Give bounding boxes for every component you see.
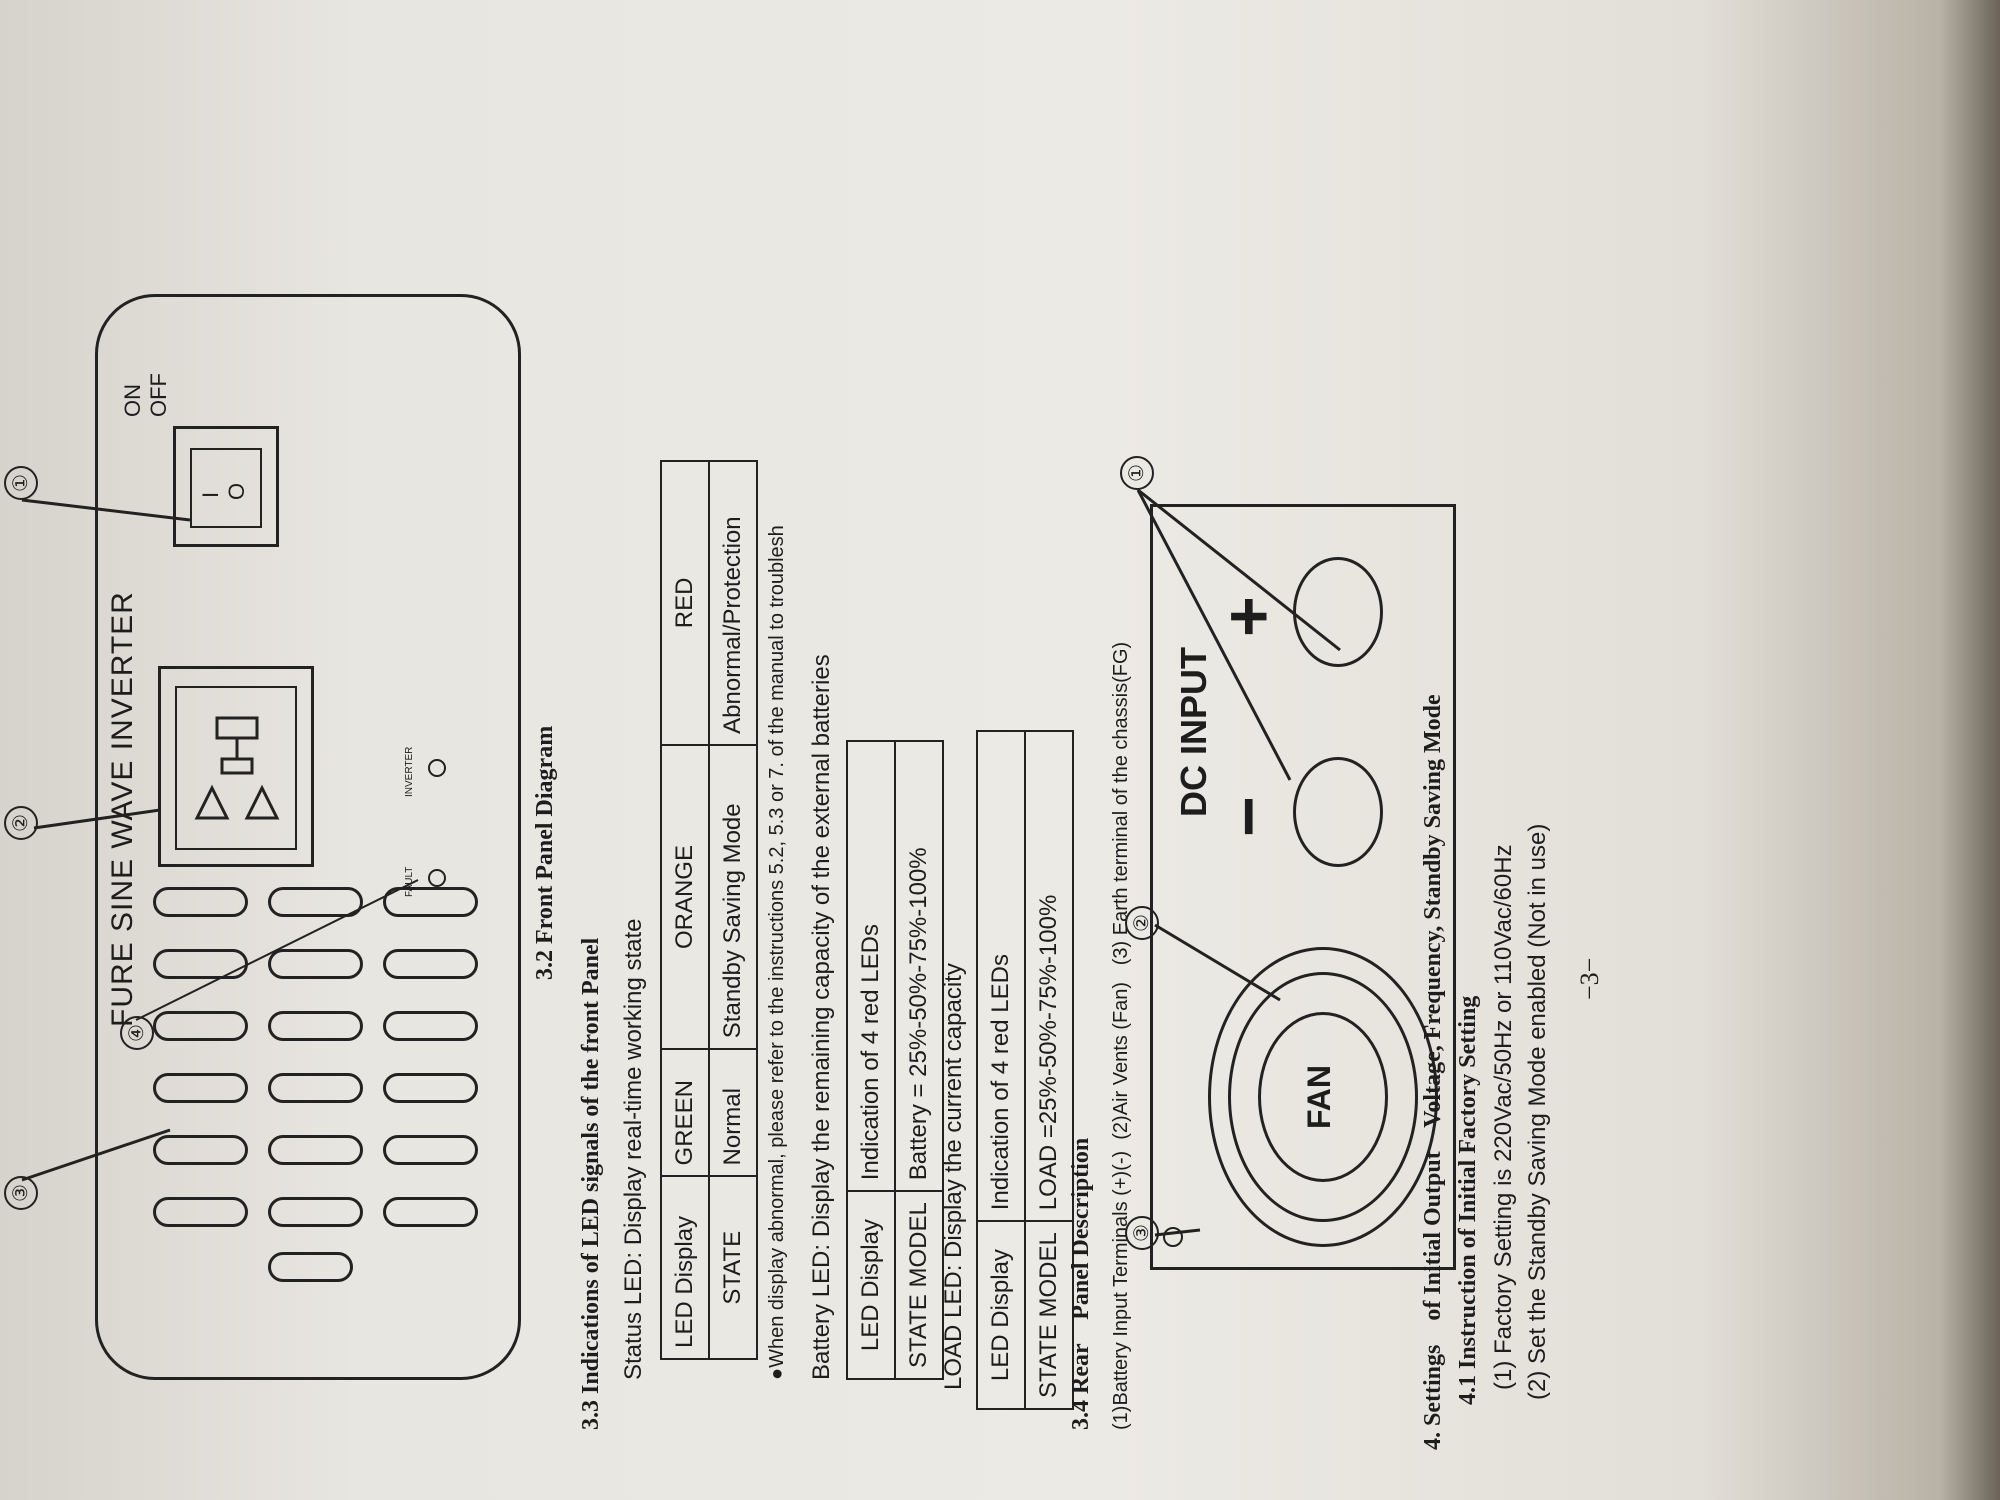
bullet-icon: ●: [766, 1367, 788, 1380]
table-cell: LED Display: [661, 1176, 709, 1359]
section-3-4-heading: 3.4 Rear Panel Description: [1068, 1137, 1094, 1430]
table-row: LED Display Indication of 4 red LEDs: [847, 741, 895, 1379]
rear-panel-leader-lines: [1136, 488, 1341, 1237]
status-led-text: Status LED: Display real-time working st…: [620, 918, 647, 1380]
table-cell: Normal: [709, 1049, 757, 1177]
section-3-2-heading: 3.2 Front Panel Diagram: [532, 725, 558, 980]
battery-led-text: Battery LED: Display the remaining capac…: [808, 654, 835, 1380]
table-row: STATE MODEL Battery = 25%-50%-75%-100%: [895, 741, 943, 1379]
table-cell: Indication of 4 red LEDs: [847, 741, 895, 1192]
standby-setting-line: (2) Set the Standby Saving Mode enabled …: [1524, 823, 1551, 1400]
socket-face: [175, 686, 297, 850]
table-cell: LED Display: [847, 1191, 895, 1379]
table-cell: Standby Saving Mode: [709, 744, 757, 1050]
status-led-table: LED Display GREEN ORANGE RED STATE Norma…: [660, 460, 758, 1360]
ac-socket: [158, 666, 314, 867]
section-4-1-heading: 4.1 Instruction of Initial Factory Setti…: [1455, 995, 1481, 1405]
load-led-text: LOAD LED: Display the current capacity: [940, 963, 967, 1390]
table-cell: STATE MODEL: [895, 1191, 943, 1379]
table-row: LED Display Indication of 4 red LEDs: [977, 731, 1025, 1409]
section-3-3-heading: 3.3 Indications of LED signals of the fr…: [578, 937, 604, 1430]
load-led-table: LED Display Indication of 4 red LEDs STA…: [976, 730, 1074, 1410]
table-cell: LED Display: [977, 1221, 1025, 1409]
table-cell: Abnormal/Protection: [709, 461, 757, 745]
table-cell: Indication of 4 red LEDs: [977, 731, 1025, 1222]
front-panel-leader-lines: [21, 498, 419, 1182]
table-cell: RED: [661, 461, 709, 745]
table-row: STATE Normal Standby Saving Mode Abnorma…: [709, 461, 757, 1359]
troubleshoot-note: ●When display abnormal, please refer to …: [766, 525, 789, 1380]
table-cell: STATE: [709, 1176, 757, 1359]
factory-setting-line: (1) Factory Setting is 220Vac/50Hz or 11…: [1490, 844, 1517, 1390]
page-number: −3−: [1575, 957, 1604, 1000]
section-4-heading: 4. Settings of Initial Output Voltage, F…: [1420, 694, 1446, 1450]
table-row: LED Display GREEN ORANGE RED: [661, 461, 709, 1359]
table-cell: ORANGE: [661, 744, 709, 1050]
table-row: STATE MODEL LOAD =25%-50%-75%-100%: [1025, 731, 1073, 1409]
battery-led-table: LED Display Indication of 4 red LEDs STA…: [846, 740, 944, 1380]
table-cell: GREEN: [661, 1049, 709, 1177]
note-text: When display abnormal, please refer to t…: [766, 525, 788, 1368]
socket-icon: [194, 716, 280, 820]
table-cell: Battery = 25%-50%-75%-100%: [895, 741, 943, 1192]
front-panel-diagram: FURE SINE WAVE INVERTER: [95, 294, 521, 1380]
table-cell: LOAD =25%-50%-75%-100%: [1025, 731, 1073, 1222]
table-cell: STATE MODEL: [1025, 1221, 1073, 1409]
